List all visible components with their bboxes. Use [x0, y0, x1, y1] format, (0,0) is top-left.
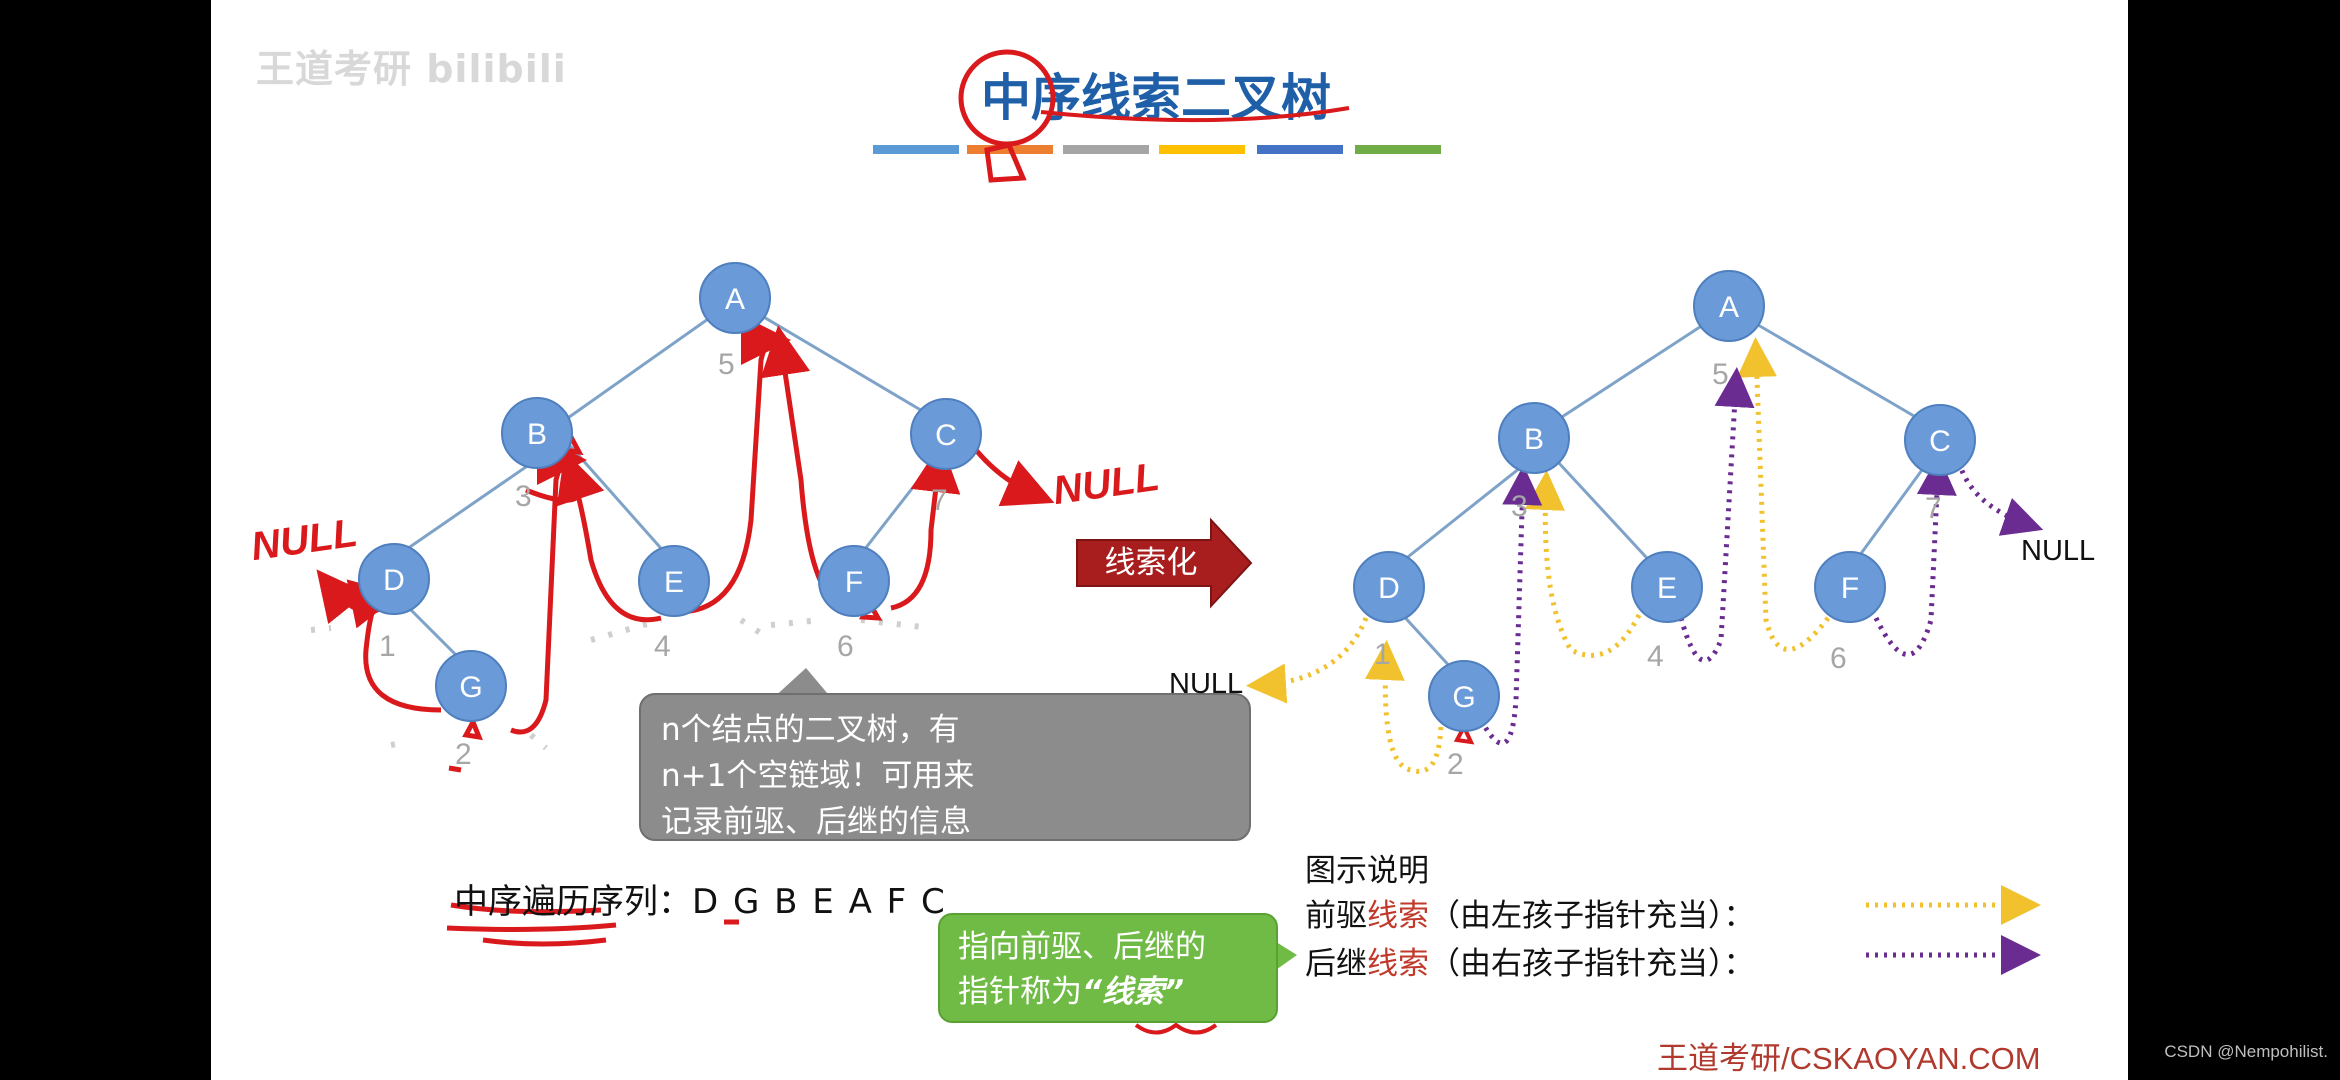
left-node-g: G — [435, 650, 507, 722]
right-index-4: 4 — [1647, 640, 1664, 673]
color-bar-segment — [1257, 145, 1343, 154]
right-index-6: 6 — [1830, 642, 1847, 675]
callout-emphasis: “线索” — [1082, 974, 1184, 1010]
left-node-c: C — [910, 398, 982, 470]
footer-brand: 王道考研/CSKAOYAN.COM — [1657, 1041, 2041, 1076]
right-tree-edges — [1387, 306, 1940, 684]
color-bar-segment — [873, 145, 959, 154]
callout-line: 指向前驱、后继的 — [958, 929, 1206, 965]
legend-text-red: 线索 — [1367, 898, 1429, 934]
right-node-c: C — [1904, 404, 1976, 476]
callout-line: n个结点的二叉树，有 — [661, 712, 960, 748]
right-index-5: 5 — [1712, 358, 1729, 391]
diagram-canvas — [310, 49, 2044, 1035]
left-node-d: D — [358, 543, 430, 615]
hand-underline-title — [1040, 106, 1350, 123]
legend-succ-row: 后继线索（由右孩子指针充当）： — [1305, 938, 1755, 983]
right-node-e: E — [1631, 551, 1703, 623]
legend-title: 图示说明 — [1305, 853, 1429, 889]
right-succ-threads — [1478, 367, 2044, 746]
color-bar-segment — [1159, 145, 1245, 154]
right-null-right: NULL — [2021, 535, 2096, 567]
callout-empty-links: n个结点的二叉树，有 n+1个空链域！可用来 记录前驱、后继的信息 — [639, 693, 1251, 841]
right-node-g: G — [1428, 660, 1500, 732]
callout-line: n+1个空链域！可用来 — [661, 758, 975, 794]
left-node-b: B — [501, 397, 573, 469]
callout-line: 记录前驱、后继的信息 — [661, 804, 971, 840]
right-node-b: B — [1498, 402, 1570, 474]
threading-arrow-label: 线索化 — [1104, 545, 1198, 581]
left-index-7: 7 — [931, 484, 948, 517]
left-index-2: 2 — [455, 738, 472, 771]
watermark-logo: 王道考研 bilibili — [256, 47, 567, 91]
legend-text: （由左孩子指针充当）： — [1429, 898, 1755, 934]
hand-mark — [984, 142, 1027, 183]
legend-text: 前驱 — [1305, 898, 1367, 934]
right-index-7: 7 — [1925, 492, 1942, 525]
right-node-a: A — [1693, 270, 1765, 342]
right-pred-threads — [1246, 337, 1830, 774]
right-node-f: F — [1814, 551, 1886, 623]
legend-text: （由右孩子指针充当）： — [1429, 946, 1755, 982]
legend-text-red: 线索 — [1367, 946, 1429, 982]
sequence-label: 中序遍历序列： — [454, 882, 692, 922]
color-bar-segment — [1063, 145, 1149, 154]
left-index-5: 5 — [718, 348, 735, 381]
left-index-1: 1 — [379, 630, 396, 663]
left-index-3: 3 — [515, 480, 532, 513]
left-node-f: F — [818, 545, 890, 617]
callout-line: 指针称为“线索” — [958, 970, 1258, 1015]
callout-thread-definition: 指向前驱、后继的 指针称为“线索” — [938, 913, 1278, 1023]
color-bar-segment — [1355, 145, 1441, 154]
right-null-left: NULL — [1169, 668, 1244, 700]
csdn-watermark: CSDN @Nempohilist. — [2164, 1042, 2328, 1061]
left-index-6: 6 — [837, 630, 854, 663]
right-index-1: 1 — [1374, 638, 1391, 671]
callout-green-tail — [1273, 940, 1297, 972]
sequence-hand-underline — [446, 902, 739, 947]
right-index-3: 3 — [1511, 490, 1528, 523]
left-index-4: 4 — [654, 630, 671, 663]
legend-text: 后继 — [1305, 946, 1367, 982]
threading-arrow-shape — [1076, 517, 1253, 609]
sequence-values: D G B E A F C — [692, 882, 947, 922]
right-index-2: 2 — [1447, 748, 1464, 781]
inorder-sequence: 中序遍历序列：D G B E A F C — [454, 874, 947, 923]
callout-hand-scribble — [1134, 1022, 1218, 1035]
title-color-bar — [873, 145, 1441, 154]
left-node-e: E — [638, 545, 710, 617]
right-node-d: D — [1353, 551, 1425, 623]
hand-circle-title — [958, 49, 1056, 147]
left-null-stubs — [310, 617, 932, 751]
callout-text: 指针称为 — [958, 974, 1082, 1010]
slide: 王道考研 bilibili 中序线索二叉树 — [211, 0, 2128, 1080]
callout-gray-tail — [771, 668, 833, 700]
hand-mark — [1453, 722, 1475, 745]
legend-pred-row: 前驱线索（由左孩子指针充当）： — [1305, 890, 1755, 935]
left-node-a: A — [699, 262, 771, 334]
